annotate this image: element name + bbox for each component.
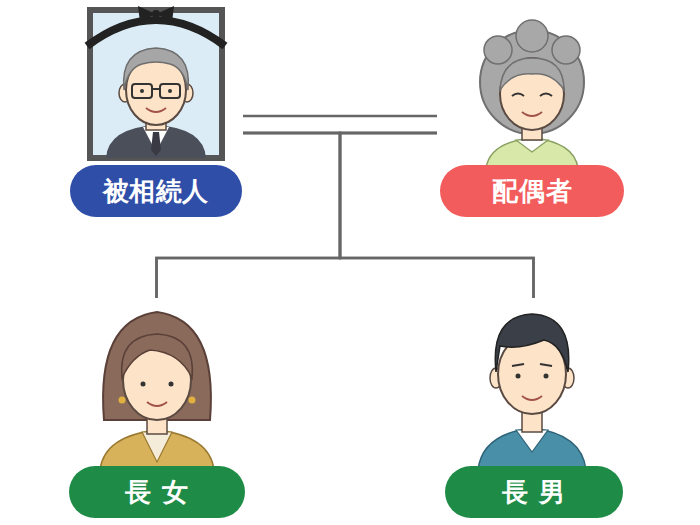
son-label: 長男 bbox=[445, 466, 623, 518]
family-member: 配偶者 bbox=[437, 5, 627, 217]
son-figure bbox=[478, 314, 586, 470]
memorial-portrait bbox=[87, 6, 225, 158]
member-name: 配偶者 bbox=[492, 178, 573, 204]
daughter-label: 長女 bbox=[69, 466, 245, 518]
family-member: 被相続人 bbox=[68, 5, 243, 217]
family-member: 長女 bbox=[68, 298, 245, 518]
daughter-figure bbox=[100, 312, 214, 470]
deceased-label: 被相続人 bbox=[70, 165, 242, 217]
spouse-figure bbox=[480, 20, 584, 168]
family-line bbox=[243, 116, 437, 133]
member-name: 被相続人 bbox=[103, 178, 209, 204]
member-name: 長男 bbox=[502, 479, 577, 505]
member-name: 長女 bbox=[125, 479, 200, 505]
family-member: 長男 bbox=[440, 298, 627, 518]
spouse-label: 配偶者 bbox=[440, 165, 624, 217]
